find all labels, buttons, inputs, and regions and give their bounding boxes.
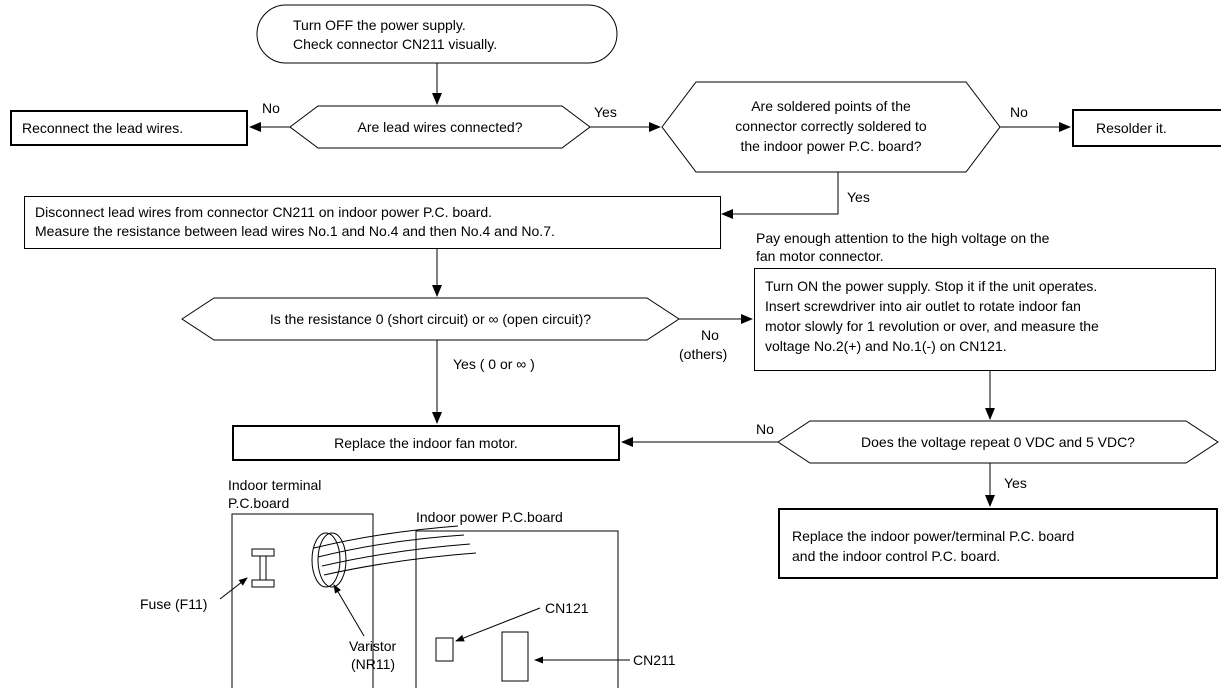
disconnect-line-1: Disconnect lead wires from connector CN2… — [35, 204, 493, 220]
replace-boards-box: Replace the indoor power/terminal P.C. b… — [778, 508, 1218, 579]
reconnect-box: Reconnect the lead wires. — [10, 110, 248, 146]
soldered-no-label: No — [1010, 104, 1028, 120]
replace-motor-box: Replace the indoor fan motor. — [232, 425, 620, 461]
voltage-no-label: No — [756, 421, 774, 437]
lead-wires-no-label: No — [262, 100, 280, 116]
terminal-board-label-1: Indoor terminal — [228, 477, 322, 493]
decision-lead-wires-text: Are lead wires connected? — [357, 119, 523, 135]
lead-wires-yes-label: Yes — [594, 104, 617, 120]
varistor-symbol — [311, 532, 347, 588]
decision-voltage-text: Does the voltage repeat 0 VDC and 5 VDC? — [861, 434, 1135, 450]
decision-soldered-line-2: connector correctly soldered to — [735, 118, 927, 134]
decision-soldered-line-3: the indoor power P.C. board? — [740, 138, 922, 154]
varistor-label-2: (NR11) — [351, 656, 396, 672]
fuse-symbol — [251, 548, 275, 588]
power-on-box: Turn ON the power supply. Stop it if the… — [754, 268, 1216, 371]
varistor-label-1: Varistor — [349, 638, 397, 654]
decision-soldered-line-1: Are soldered points of the — [751, 98, 911, 114]
caution-line-2: fan motor connector. — [756, 248, 884, 264]
terminal-board-label-2: P.C.board — [228, 495, 290, 511]
power-on-line-2: Insert screwdriver into air outlet to ro… — [765, 298, 1081, 314]
power-on-line-3: motor slowly for 1 revolution or over, a… — [765, 318, 1099, 334]
power-on-line-4: voltage No.2(+) and No.1(-) on CN121. — [765, 338, 1007, 354]
start-line-1: Turn OFF the power supply. — [293, 17, 466, 33]
cn211-connector — [501, 631, 529, 682]
terminal-board-outline — [231, 513, 374, 688]
disconnect-line-2: Measure the resistance between lead wire… — [35, 223, 555, 239]
start-line-2: Check connector CN211 visually. — [293, 36, 498, 52]
decision-voltage-shape — [777, 420, 1219, 464]
caution-line-1: Pay enough attention to the high voltage… — [756, 230, 1050, 246]
cn211-label: CN211 — [633, 652, 676, 668]
disconnect-box: Disconnect lead wires from connector CN2… — [24, 196, 721, 249]
fuse-label: Fuse (F11) — [140, 596, 208, 612]
cn121-connector — [435, 637, 454, 662]
power-board-outline — [415, 530, 619, 688]
power-on-line-1: Turn ON the power supply. Stop it if the… — [765, 278, 1098, 294]
replace-boards-line-2: and the indoor control P.C. board. — [792, 548, 1001, 564]
replace-boards-line-1: Replace the indoor power/terminal P.C. b… — [792, 528, 1075, 544]
voltage-yes-label: Yes — [1004, 475, 1027, 491]
resistance-others-label: (others) — [679, 346, 728, 362]
decision-resistance-text: Is the resistance 0 (short circuit) or ∞… — [269, 311, 592, 327]
resistance-yes-label: Yes ( 0 or ∞ ) — [453, 356, 535, 372]
cn121-label: CN121 — [545, 600, 589, 616]
lead-wires — [313, 525, 477, 576]
power-board-label: Indoor power P.C.board — [416, 509, 563, 525]
resolder-box: Resolder it. — [1072, 109, 1221, 147]
soldered-yes-label: Yes — [847, 189, 870, 205]
resistance-no-label: No — [701, 327, 719, 343]
